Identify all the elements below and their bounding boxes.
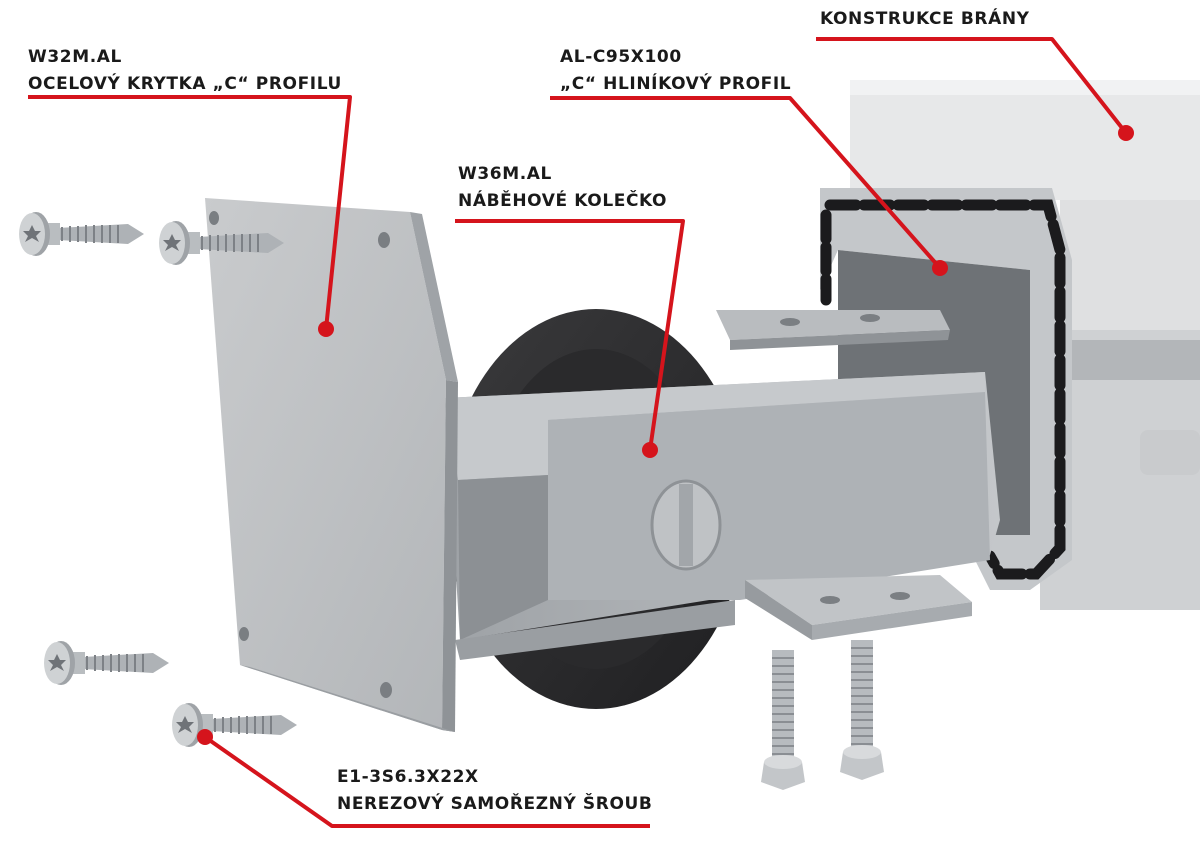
label-end-cap: W32M.AL OCELOVÝ KRYTKA „C“ PROFILU xyxy=(28,44,342,98)
callout-line-krytka xyxy=(28,95,352,330)
screw-bottom-right xyxy=(171,702,298,748)
lower-bracket xyxy=(745,575,972,640)
upper-bracket xyxy=(716,310,950,350)
callout-line-kolecko xyxy=(455,219,685,451)
screw-top-left xyxy=(18,211,145,257)
label-gate-construction-name: KONSTRUKCE BRÁNY xyxy=(820,9,1030,29)
callout-dot-krytka xyxy=(318,321,334,337)
label-c-profile-code: AL-C95X100 xyxy=(560,47,682,67)
label-c-profile-name: „C“ HLINÍKOVÝ PROFIL xyxy=(560,74,792,94)
callout-line-konstrukce xyxy=(816,37,1128,135)
gate-construction xyxy=(850,80,1200,330)
label-end-cap-code: W32M.AL xyxy=(28,47,122,67)
screw-bottom-left xyxy=(43,640,170,686)
callout-line-profil xyxy=(550,96,942,270)
bolt-left xyxy=(760,649,806,791)
label-gate-construction: KONSTRUKCE BRÁNY xyxy=(820,6,1030,33)
callout-dot-konstrukce xyxy=(1118,125,1134,141)
callout-dot-kolecko xyxy=(642,442,658,458)
label-guide-wheel: W36M.AL NÁBĚHOVÉ KOLEČKO xyxy=(458,161,667,215)
label-end-cap-name: OCELOVÝ KRYTKA „C“ PROFILU xyxy=(28,74,342,94)
wheel-arm xyxy=(445,372,1000,660)
label-screw-code: E1-3S6.3X22X xyxy=(337,767,479,787)
label-screw-name: NEREZOVÝ SAMOŘEZNÝ ŠROUB xyxy=(337,794,653,814)
callout-dot-sroub xyxy=(197,729,213,745)
label-c-profile: AL-C95X100 „C“ HLINÍKOVÝ PROFIL xyxy=(560,44,791,98)
callout-line-sroub xyxy=(203,735,650,828)
end-cap-plate xyxy=(205,198,458,732)
label-screw: E1-3S6.3X22X NEREZOVÝ SAMOŘEZNÝ ŠROUB xyxy=(337,764,652,818)
bolt-right xyxy=(839,639,885,781)
label-guide-wheel-code: W36M.AL xyxy=(458,164,552,184)
callout-dot-profil xyxy=(932,260,948,276)
label-guide-wheel-name: NÁBĚHOVÉ KOLEČKO xyxy=(458,191,668,211)
